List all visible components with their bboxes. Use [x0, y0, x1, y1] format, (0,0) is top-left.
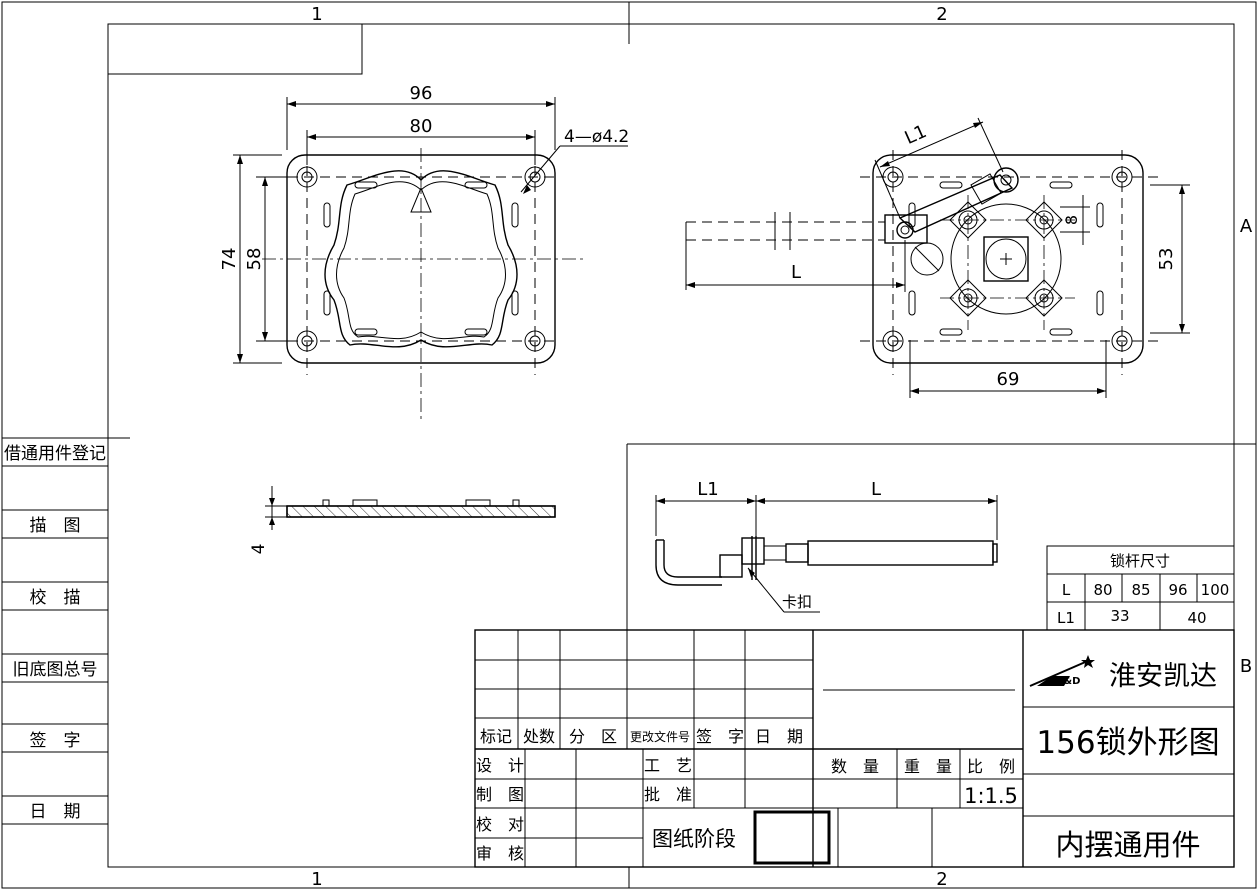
zone-label-bottom-1: 1 [311, 869, 322, 890]
sign-row-check: 校 对 [476, 815, 524, 834]
lever-dim-l: L [871, 479, 881, 500]
sign-row-review: 审 核 [476, 844, 524, 863]
process-label: 工 艺 [644, 756, 692, 775]
dim-8: 8 [1062, 215, 1081, 225]
strip-label-register: 借通用件登记 [4, 444, 106, 464]
rev-header-zone: 分 区 [569, 727, 617, 746]
size-table-cell: 33 [1110, 607, 1129, 625]
rev-header-sign: 签 字 [696, 727, 744, 746]
drawing-title: 156锁外形图 [1036, 725, 1219, 761]
dim-53: 53 [1156, 248, 1177, 271]
approve-label: 批 准 [644, 785, 692, 804]
qty-label: 数 量 [831, 757, 879, 776]
size-table-cell: 85 [1131, 581, 1150, 599]
company-name: 淮安凯达 [1109, 661, 1217, 692]
size-table-title: 锁杆尺寸 [1110, 552, 1170, 570]
dim-l1-angled: L1 [902, 121, 930, 149]
strip-label-old-number: 旧底图总号 [13, 660, 98, 680]
rev-header-date: 日 期 [755, 727, 803, 746]
dim-80: 80 [410, 116, 433, 137]
size-table-cell: 80 [1093, 581, 1112, 599]
drawing-category: 内摆通用件 [1055, 828, 1200, 862]
dim-l-rod: L [791, 262, 801, 283]
lever-view [626, 443, 1234, 630]
hole-note: 4—ø4.2 [564, 127, 629, 147]
clip-label: 卡扣 [782, 593, 812, 611]
size-table-l-label: L [1062, 581, 1071, 599]
front-view-plate [233, 97, 628, 422]
size-table-cell: 96 [1168, 581, 1187, 599]
scale-value: 1:1.5 [964, 784, 1018, 808]
strip-label-trace: 描 图 [30, 516, 81, 536]
zone-label-top-1: 1 [311, 4, 322, 25]
size-table-cell: 100 [1201, 581, 1230, 599]
dim-69: 69 [997, 369, 1020, 390]
title-block [474, 629, 1235, 868]
left-strip [2, 437, 130, 825]
side-view-section [265, 486, 556, 530]
lever-dim-l1: L1 [697, 479, 718, 500]
sign-row-design: 设 计 [476, 756, 524, 775]
zone-label-b: B [1240, 656, 1252, 677]
size-table-l1-label: L1 [1057, 609, 1075, 627]
scale-label: 比 例 [967, 757, 1015, 776]
zone-label-bottom-2: 2 [936, 869, 947, 890]
dim-thickness: 4 [249, 544, 269, 555]
rev-header-doc: 更改文件号 [630, 729, 690, 744]
rev-header-count: 处数 [523, 727, 555, 746]
zone-label-top-2: 2 [936, 4, 947, 25]
size-table-cell: 40 [1187, 609, 1206, 627]
sign-row-draw: 制 图 [476, 785, 524, 804]
rev-header-mark: 标记 [480, 727, 512, 746]
stage-label: 图纸阶段 [652, 827, 736, 851]
dim-74: 74 [219, 248, 240, 271]
right-view-assembly [685, 117, 1190, 398]
weight-label: 重 量 [904, 757, 952, 776]
dim-58: 58 [244, 248, 265, 271]
company-logo-text: K&D [1056, 676, 1081, 687]
strip-label-check-trace: 校 描 [30, 588, 81, 608]
zone-label-a: A [1240, 216, 1253, 237]
dim-96: 96 [410, 83, 433, 104]
strip-label-sign: 签 字 [30, 731, 81, 751]
company-logo [1029, 655, 1095, 687]
strip-label-date: 日 期 [30, 802, 81, 822]
